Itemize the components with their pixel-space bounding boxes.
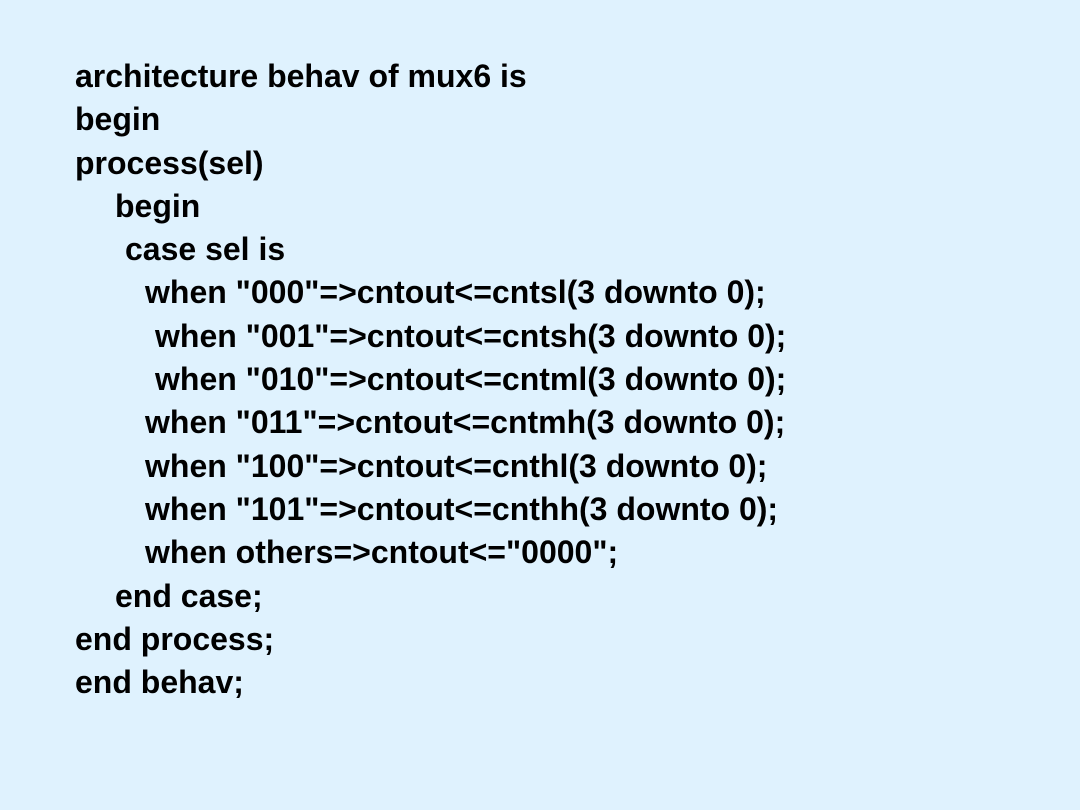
code-line-architecture: architecture behav of mux6 is (75, 58, 527, 94)
code-line-when-101: when "101"=>cntout<=cnthh(3 downto 0); (145, 490, 779, 527)
code-line-begin: begin (75, 101, 161, 138)
code-line-when-100: when "100"=>cntout<=cnthl(3 downto 0); (145, 447, 768, 484)
code-line-when-000: when "000"=>cntout<=cntsl(3 downto 0); (145, 274, 766, 311)
code-line-end-process: end process; (75, 620, 275, 657)
code-line-end-case: end case; (115, 577, 263, 614)
code-line-process: process(sel) (75, 144, 264, 181)
code-line-when-010: when "010"=>cntout<=cntml(3 downto 0); (155, 361, 787, 398)
code-line-when-011: when "011"=>cntout<=cntmh(3 downto 0); (145, 404, 786, 441)
code-line-case: case sel is (125, 231, 286, 268)
vhdl-code-block: architecture behav of mux6 is begin proc… (75, 55, 786, 704)
code-line-end-behav: end behav; (75, 664, 244, 701)
code-line-when-others: when others=>cntout<="0000"; (145, 534, 619, 571)
code-line-process-begin: begin (115, 187, 201, 224)
code-line-when-001: when "001"=>cntout<=cntsh(3 downto 0); (155, 317, 787, 354)
